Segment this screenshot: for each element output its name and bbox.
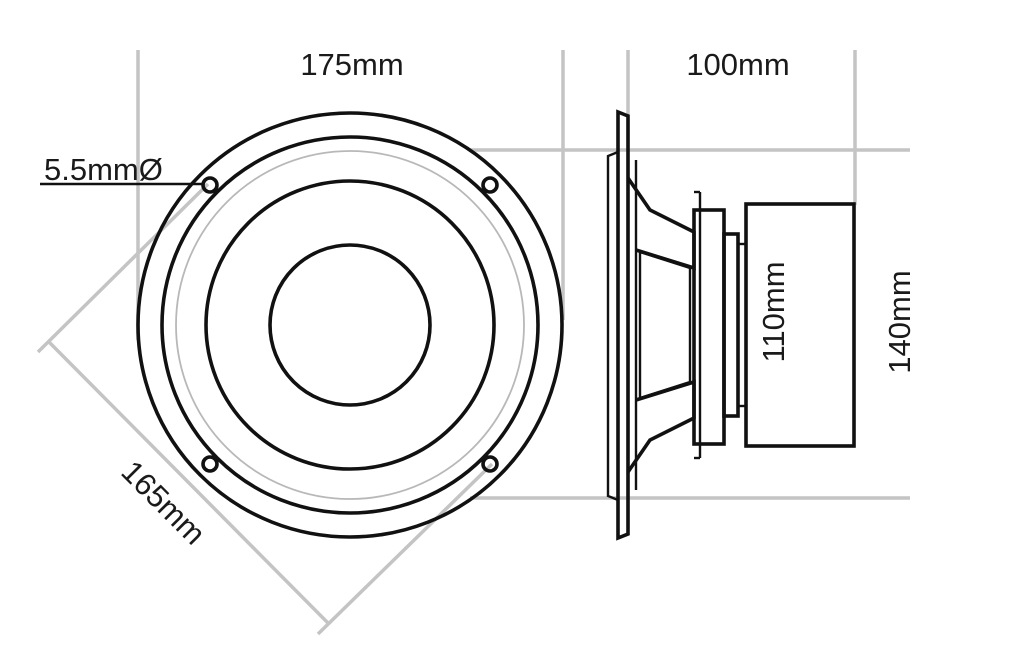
- cutout-diameter-label: 165mm: [115, 454, 213, 552]
- magnet-inner-height-label: 110mm: [756, 261, 791, 362]
- mounting-hole-bottom-right: [481, 455, 499, 473]
- magnet-collar: [722, 232, 740, 418]
- guide-lines: [36, 50, 910, 636]
- mounting-hole-top-left: [201, 176, 219, 194]
- mounting-hole-bottom-left: [201, 455, 219, 473]
- cone-outer-edge: [204, 179, 496, 471]
- frame-outer-ring: [136, 111, 564, 539]
- guide-cutout-diagonal: [46, 339, 330, 625]
- frame-flange: [616, 109, 630, 541]
- dust-cap: [268, 243, 432, 407]
- guide-cutout-upper: [36, 182, 210, 354]
- front-view: [136, 111, 564, 539]
- basket-window: [638, 250, 692, 400]
- surround-inner-line: [175, 150, 525, 500]
- guide-cutout-lower: [316, 462, 494, 636]
- basket-lower-arm: [626, 379, 696, 474]
- magnet-outer-height-label: 140mm: [882, 270, 917, 373]
- frame-width-label: 175mm: [300, 47, 403, 82]
- side-view: [606, 109, 856, 541]
- basket-upper-arm: [626, 176, 696, 271]
- mounting-hole-label: 5.5mmØ: [44, 152, 163, 187]
- surround-lip: [606, 150, 619, 502]
- mounting-hole-top-right: [481, 176, 499, 194]
- surround-outer-ring: [160, 135, 540, 515]
- magnet-body: [744, 202, 856, 448]
- top-plate: [692, 208, 726, 446]
- depth-label: 100mm: [686, 47, 789, 82]
